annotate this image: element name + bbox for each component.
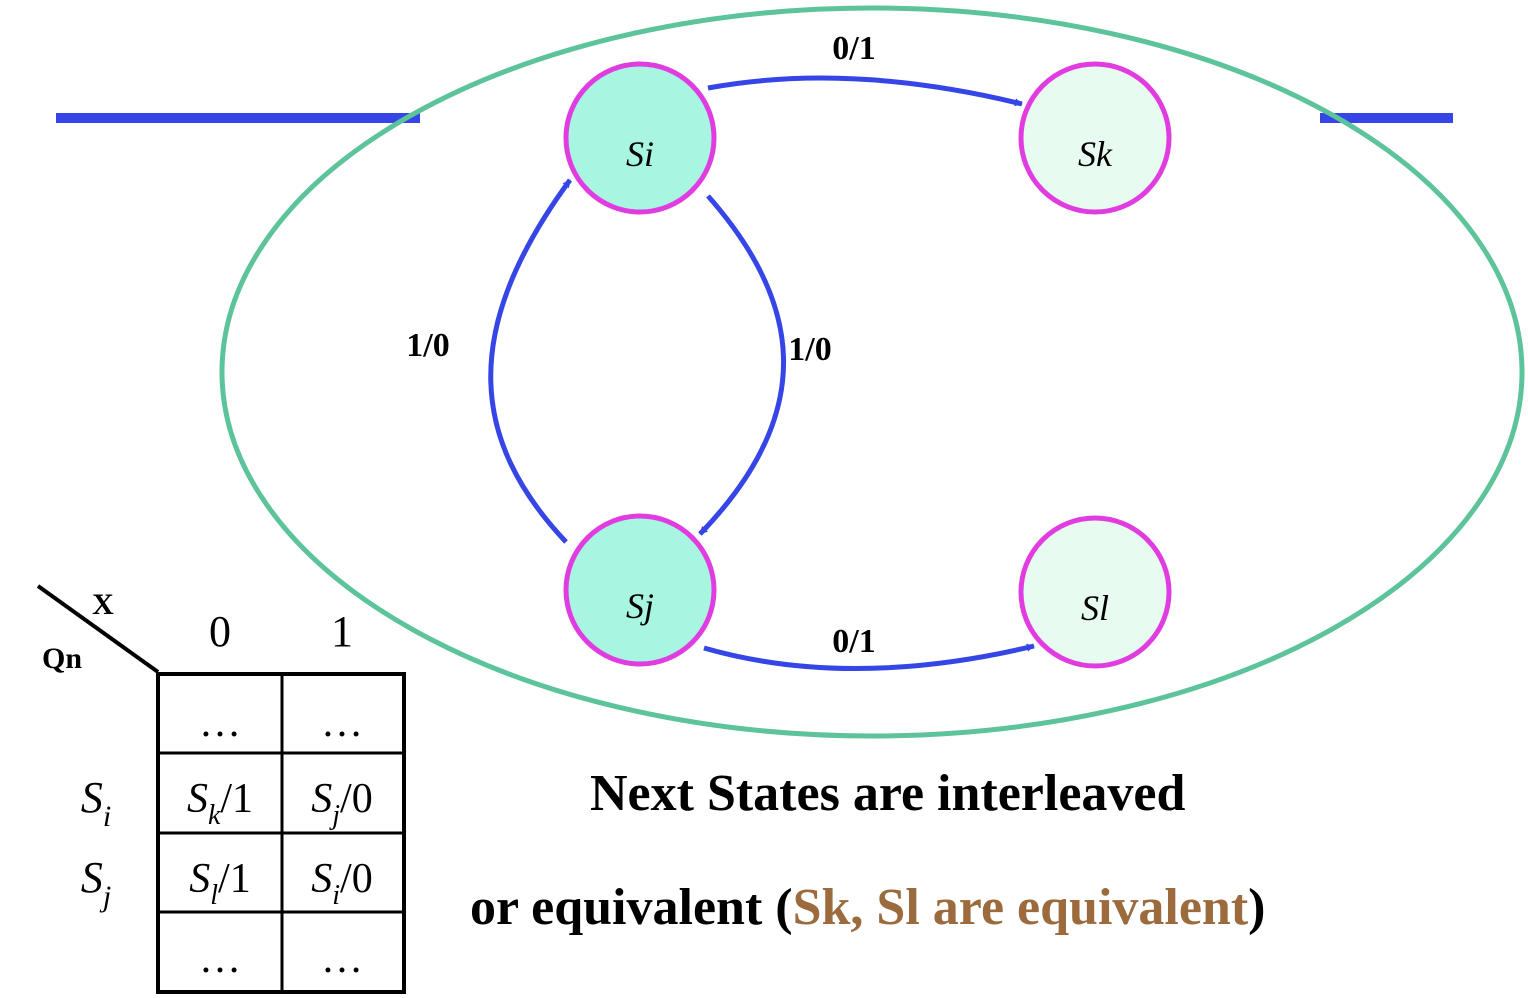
- table-column-header-0: 0: [209, 607, 231, 656]
- table-cell: …: [321, 700, 363, 746]
- table-cell: …: [199, 936, 241, 982]
- state-sl-label: Sl: [1081, 588, 1109, 628]
- enclosing-ellipse: [219, 5, 1525, 739]
- edge-si-to-sk: [707, 75, 1023, 107]
- edge-sj-to-sl: [703, 643, 1035, 671]
- caption-suffix: ): [1248, 879, 1266, 936]
- caption-line-1: Next States are interleaved: [590, 765, 1186, 822]
- caption-prefix: or equivalent (: [470, 879, 793, 936]
- table-corner-diagonal: [36, 584, 160, 674]
- state-sj-circle: [563, 513, 717, 667]
- state-sl-circle: [1018, 515, 1172, 669]
- edge-label-sj-sl: 0/1: [832, 623, 875, 660]
- table-row-header-sj: Sj: [81, 853, 111, 913]
- table-row-header-si: Si: [81, 773, 111, 833]
- table-cell: Sl/1: [189, 856, 250, 911]
- edge-label-si-sk: 0/1: [832, 30, 875, 67]
- caption-line-2: or equivalent (Sk, Sl are equivalent): [470, 878, 1265, 937]
- table-cell: Si/0: [311, 856, 372, 911]
- state-si-circle: [563, 61, 717, 215]
- state-sj-label: Sj: [626, 586, 654, 626]
- table-corner-input-label: X: [92, 588, 114, 621]
- table-cell: …: [321, 936, 363, 982]
- caption-accent: Sk, Sl are equivalent: [792, 879, 1249, 936]
- edge-si-to-sj: [698, 194, 787, 536]
- edge-label-si-sj: 1/0: [788, 331, 831, 368]
- state-sk-circle: [1018, 61, 1172, 215]
- table-corner-state-label: Qn: [42, 642, 82, 675]
- edge-sj-to-si: [488, 178, 573, 544]
- table-cell: Sj/0: [311, 776, 372, 831]
- table-cell: …: [199, 700, 241, 746]
- state-si-label: Si: [626, 134, 654, 174]
- table-column-header-1: 1: [331, 607, 353, 656]
- edge-label-sj-si: 1/0: [406, 327, 449, 364]
- state-table: X Qn 0 1 … … Si Sk/1 Sj/0 Sj Sl/1 Si/0 ……: [36, 584, 406, 994]
- state-sk-label: Sk: [1078, 134, 1113, 174]
- table-cell: Sk/1: [187, 776, 253, 831]
